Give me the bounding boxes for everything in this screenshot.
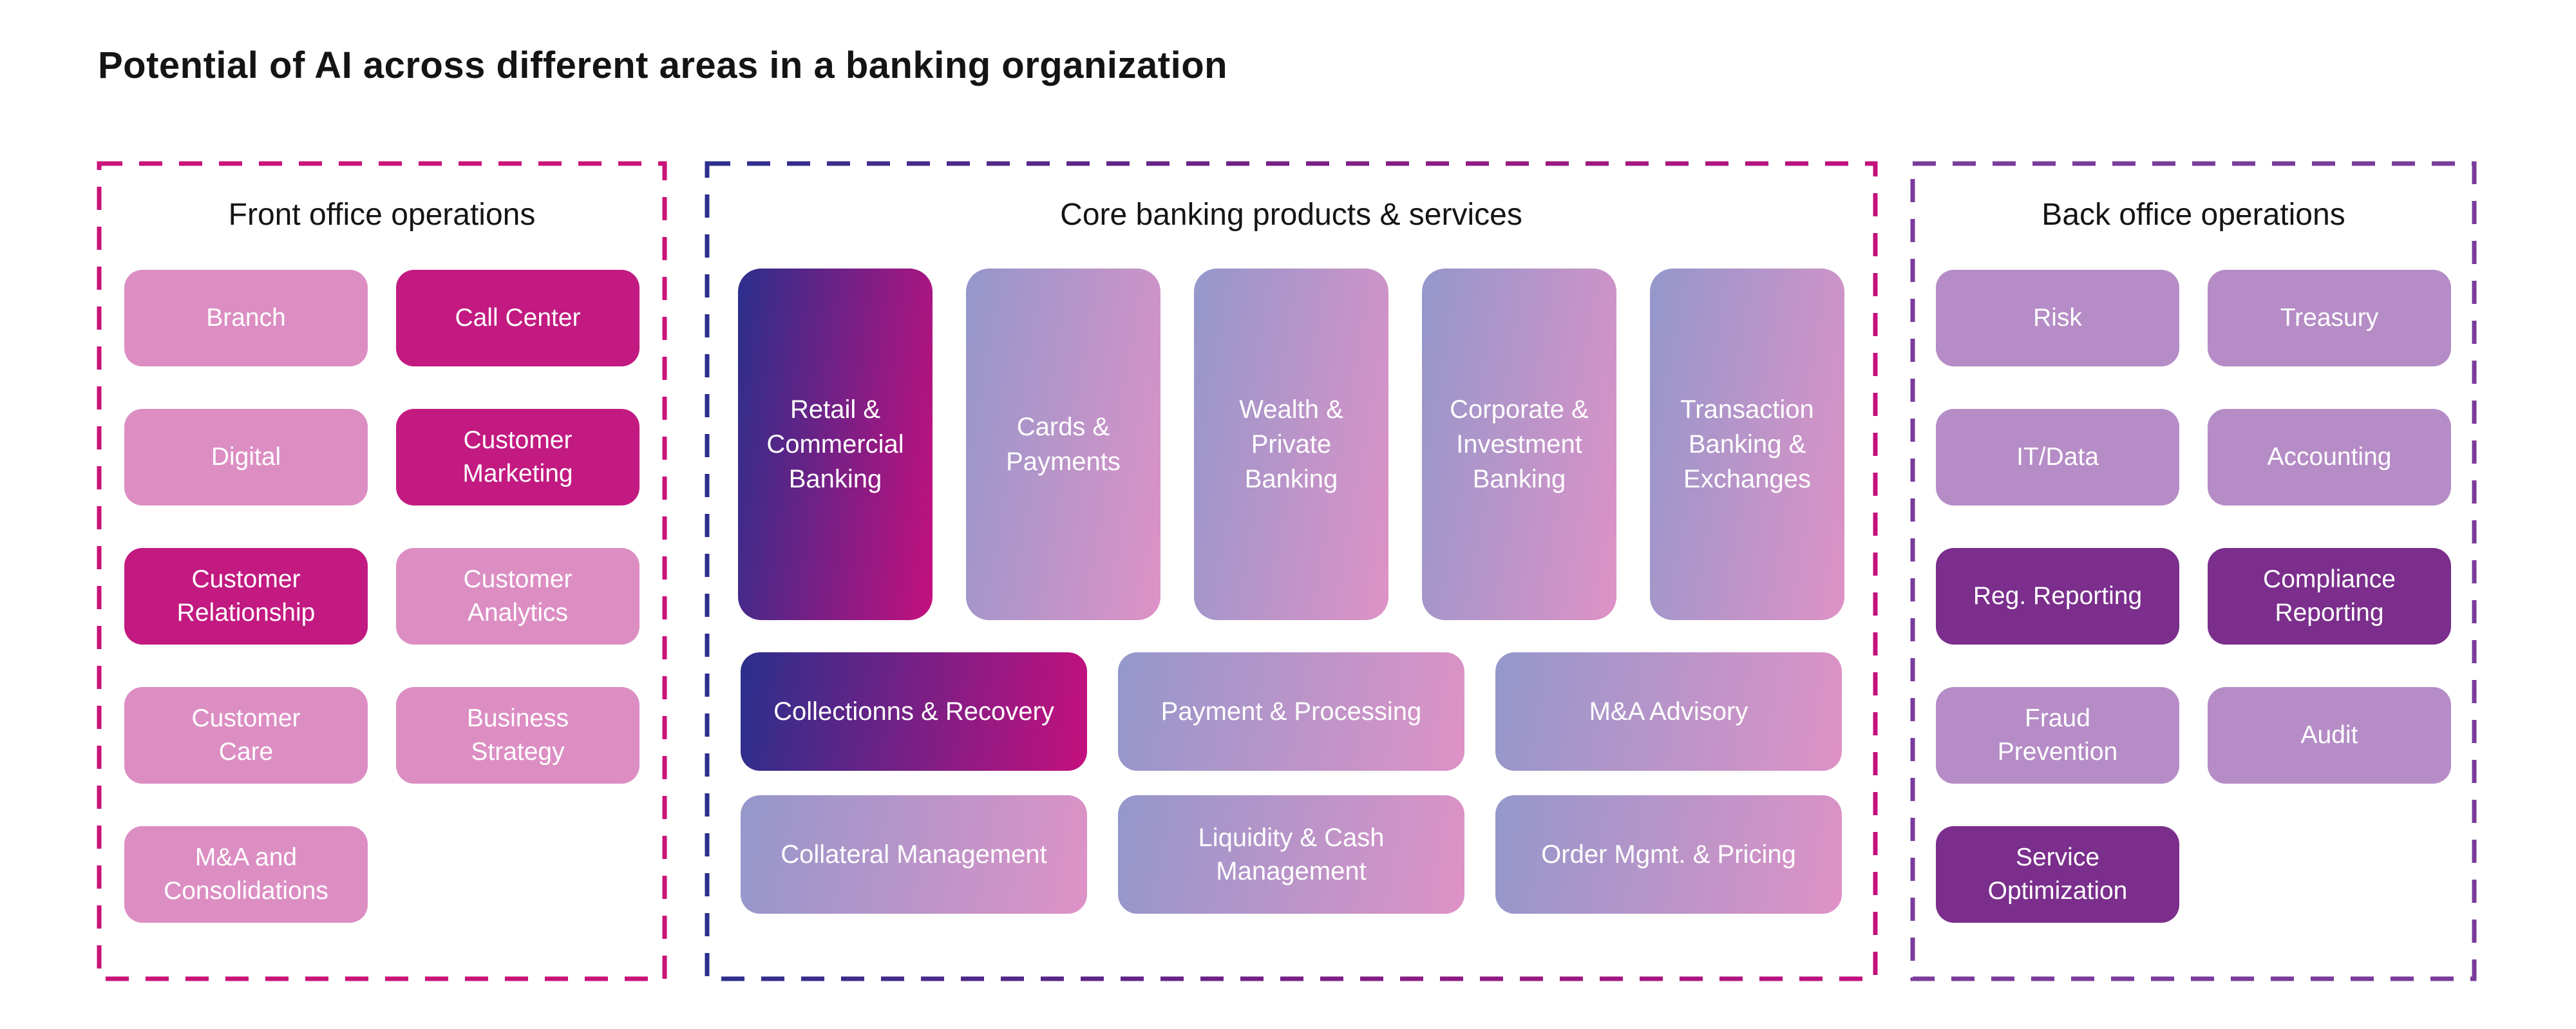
card-collateral-management: Collateral Management (741, 795, 1087, 914)
card-payment-processing: Payment & Processing (1118, 652, 1464, 771)
card-audit: Audit (2208, 686, 2451, 784)
card-it-data: IT/Data (1936, 408, 2179, 505)
section-front-office: Front office operations Branch Call Cent… (97, 161, 667, 981)
core-banking-wide-row-2: Collateral Management Liquidity & Cash M… (741, 795, 1842, 914)
back-office-title: Back office operations (2041, 198, 2345, 232)
card-reg-reporting: Reg. Reporting (1936, 547, 2179, 645)
card-transaction-banking-exchanges: Transaction Banking & Exchanges (1650, 268, 1844, 620)
card-call-center: Call Center (396, 269, 639, 366)
core-banking-title: Core banking products & services (1060, 198, 1522, 232)
card-customer-care: Customer Care (124, 686, 368, 784)
card-compliance-reporting: Compliance Reporting (2208, 547, 2451, 645)
card-customer-relationship: Customer Relationship (124, 547, 368, 645)
card-retail-commercial-banking: Retail & Commercial Banking (738, 268, 933, 620)
card-digital: Digital (124, 408, 368, 505)
card-accounting: Accounting (2208, 408, 2451, 505)
card-order-mgmt-pricing: Order Mgmt. & Pricing (1495, 795, 1842, 914)
card-cards-payments: Cards & Payments (966, 268, 1160, 620)
card-service-optimization: Service Optimization (1936, 826, 2179, 923)
card-treasury: Treasury (2208, 269, 2451, 366)
card-wealth-private-banking: Wealth & Private Banking (1194, 268, 1388, 620)
core-banking-wide-row-1: Collectionns & Recovery Payment & Proces… (741, 652, 1842, 771)
page-title: Potential of AI across different areas i… (98, 44, 1228, 86)
card-customer-marketing: Customer Marketing (396, 408, 639, 505)
card-fraud-prevention: Fraud Prevention (1936, 686, 2179, 784)
card-corporate-investment-banking: Corporate & Investment Banking (1422, 268, 1616, 620)
section-back-office: Back office operations Risk Treasury IT/… (1910, 161, 2477, 981)
card-collections-recovery: Collectionns & Recovery (741, 652, 1087, 771)
front-office-card-grid: Branch Call Center Digital Customer Mark… (124, 269, 639, 923)
card-ma-and-consolidations: M&A and Consolidations (124, 826, 368, 923)
core-banking-pillar-row: Retail & Commercial Banking Cards & Paym… (738, 268, 1844, 620)
front-office-title: Front office operations (228, 198, 536, 232)
card-ma-advisory: M&A Advisory (1495, 652, 1842, 771)
card-branch: Branch (124, 269, 368, 366)
card-customer-analytics: Customer Analytics (396, 547, 639, 645)
card-liquidity-cash-management: Liquidity & Cash Management (1118, 795, 1464, 914)
back-office-card-grid: Risk Treasury IT/Data Accounting Reg. Re… (1936, 269, 2451, 923)
section-core-banking: Core banking products & services Retail … (705, 161, 1878, 981)
card-business-strategy: Business Strategy (396, 686, 639, 784)
card-risk: Risk (1936, 269, 2179, 366)
